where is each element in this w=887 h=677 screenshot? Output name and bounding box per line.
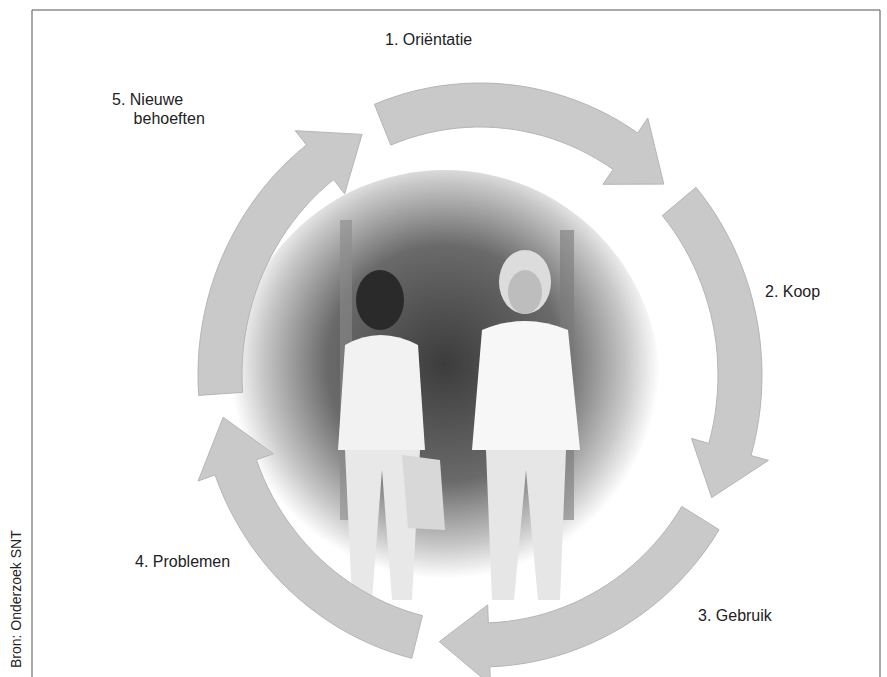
cycle-arrow xyxy=(662,187,768,497)
source-note: Bron: Onderzoek SNT xyxy=(8,530,24,668)
cycle-arrows xyxy=(198,83,768,677)
stage-label: 3. Gebruik xyxy=(698,606,772,625)
stage-label: 2. Koop xyxy=(765,282,820,301)
cycle-arrow xyxy=(198,417,422,658)
cycle-arrow xyxy=(374,83,663,184)
stage-label: 5. Nieuwe behoeften xyxy=(112,90,246,128)
cycle-arrow xyxy=(439,506,719,677)
cycle-arrow xyxy=(198,131,362,396)
stage-label: 4. Problemen xyxy=(135,552,230,571)
stage-label: 1. Oriëntatie xyxy=(385,30,472,49)
frame xyxy=(32,10,880,677)
